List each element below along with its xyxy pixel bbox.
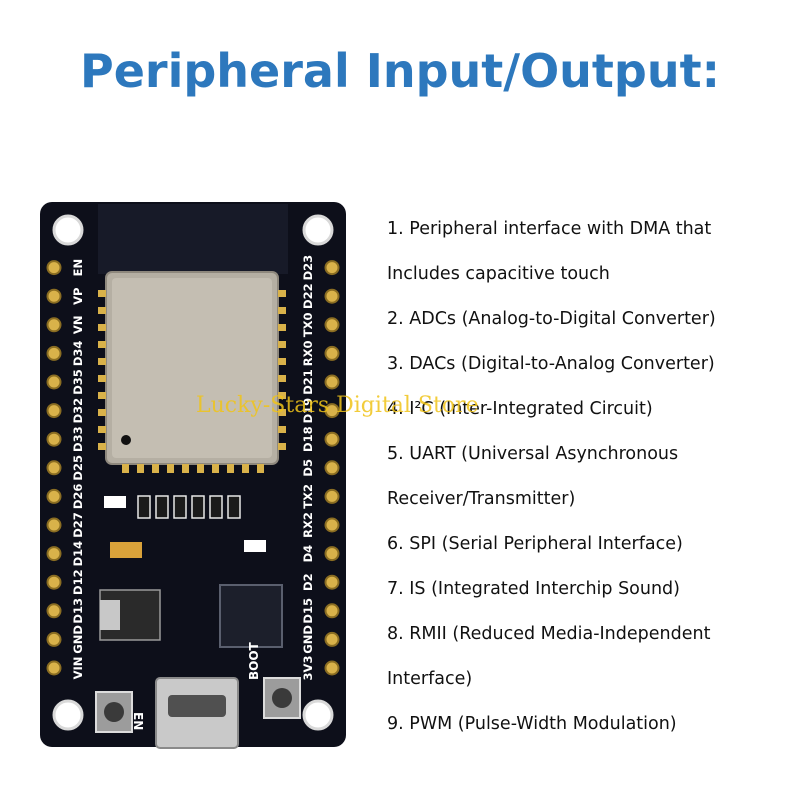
pin-hole-left bbox=[46, 260, 62, 276]
feature-item: 6. SPI (Serial Peripheral Interface) bbox=[387, 534, 683, 554]
feature-item: 3. DACs (Digital-to-Analog Converter) bbox=[387, 354, 715, 374]
pin-hole-right bbox=[324, 546, 340, 562]
pin-label-left: D25 bbox=[71, 455, 85, 481]
pin-hole-left bbox=[46, 660, 62, 676]
mount-hole-top-right bbox=[302, 214, 334, 246]
pin-hole-left bbox=[46, 403, 62, 419]
pin-label-right: RX0 bbox=[301, 341, 315, 367]
mount-hole-bottom-right bbox=[302, 699, 334, 731]
pin-hole-right bbox=[324, 574, 340, 590]
pin-label-left: VN bbox=[71, 316, 85, 335]
feature-item: 1. Peripheral interface with DMA that bbox=[387, 219, 712, 239]
pin-label-left: D13 bbox=[71, 598, 85, 624]
pin-label-left: EN bbox=[71, 259, 85, 276]
pin-label-left: VIN bbox=[71, 657, 85, 680]
pin-label-right: TX0 bbox=[301, 312, 315, 337]
pin-hole-left bbox=[46, 488, 62, 504]
pin-label-left: D33 bbox=[71, 426, 85, 452]
feature-item: 7. IS (Integrated Interchip Sound) bbox=[387, 579, 680, 599]
pin-hole-left bbox=[46, 374, 62, 390]
pin-hole-left bbox=[46, 431, 62, 447]
feature-item: 4. I²C (Inter-Integrated Circuit) bbox=[387, 399, 653, 419]
feature-item: Interface) bbox=[387, 669, 473, 689]
pin-label-left: GND bbox=[71, 625, 85, 654]
pin-hole-right bbox=[324, 403, 340, 419]
pin-hole-right bbox=[324, 288, 340, 304]
pin-label-right: TX2 bbox=[301, 484, 315, 509]
pin-label-right: D18 bbox=[301, 426, 315, 452]
page-title: Peripheral Input/Output: bbox=[80, 44, 720, 98]
antenna-area bbox=[98, 204, 288, 274]
pin-hole-left bbox=[46, 517, 62, 533]
pin-label-right: D22 bbox=[301, 283, 315, 309]
pin-hole-right bbox=[324, 374, 340, 390]
pin-hole-left bbox=[46, 631, 62, 647]
pin-hole-right bbox=[324, 631, 340, 647]
en-button bbox=[95, 691, 133, 733]
pin-hole-left bbox=[46, 574, 62, 590]
pin-label-left: VP bbox=[71, 288, 85, 305]
pin-hole-right bbox=[324, 460, 340, 476]
feature-item: 5. UART (Universal Asynchronous bbox=[387, 444, 679, 464]
button-label-en: EN bbox=[131, 712, 145, 730]
pin-label-right: D19 bbox=[301, 398, 315, 424]
pin-hole-left bbox=[46, 460, 62, 476]
pin-label-right: RX2 bbox=[301, 512, 315, 538]
pin-label-left: D35 bbox=[71, 369, 85, 395]
pin-hole-left bbox=[46, 603, 62, 619]
pin-hole-right bbox=[324, 317, 340, 333]
usb-uart-chip bbox=[219, 584, 283, 648]
feature-item: 9. PWM (Pulse-Width Modulation) bbox=[387, 714, 677, 734]
pin-hole-left bbox=[46, 317, 62, 333]
pin-label-left: D32 bbox=[71, 398, 85, 424]
pin-label-right: D2 bbox=[301, 573, 315, 591]
button-label-boot: BOOT bbox=[247, 641, 261, 680]
pin-hole-right bbox=[324, 431, 340, 447]
pin-hole-right bbox=[324, 517, 340, 533]
feature-item: 8. RMII (Reduced Media-Independent bbox=[387, 624, 711, 644]
pin-hole-right bbox=[324, 488, 340, 504]
pin-hole-left bbox=[46, 345, 62, 361]
feature-item: Includes capacitive touch bbox=[387, 264, 610, 284]
mount-hole-top-left bbox=[52, 214, 84, 246]
pin-label-right: D4 bbox=[301, 545, 315, 563]
pin-hole-left bbox=[46, 546, 62, 562]
pin-hole-right bbox=[324, 660, 340, 676]
pin-label-left: D27 bbox=[71, 512, 85, 538]
pin-label-right: GND bbox=[301, 625, 315, 654]
pin-label-right: 3V3 bbox=[301, 656, 315, 681]
pin-label-right: D21 bbox=[301, 369, 315, 395]
pin-label-left: D14 bbox=[71, 541, 85, 567]
pin-hole-left bbox=[46, 288, 62, 304]
mount-hole-bottom-left bbox=[52, 699, 84, 731]
pin-hole-right bbox=[324, 260, 340, 276]
pin-label-left: D26 bbox=[71, 484, 85, 510]
pin-label-right: D15 bbox=[301, 598, 315, 624]
pin-label-right: D5 bbox=[301, 459, 315, 477]
feature-item: 2. ADCs (Analog-to-Digital Converter) bbox=[387, 309, 716, 329]
feature-item: Receiver/Transmitter) bbox=[387, 489, 576, 509]
pin-hole-right bbox=[324, 345, 340, 361]
pin-label-right: D23 bbox=[301, 255, 315, 281]
pin-label-left: D34 bbox=[71, 341, 85, 367]
pin-label-left: D12 bbox=[71, 569, 85, 595]
pin-hole-right bbox=[324, 603, 340, 619]
